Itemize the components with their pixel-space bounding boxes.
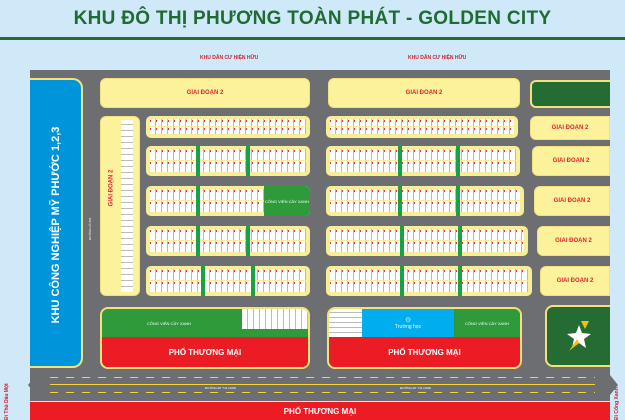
phase2-block-right-3: GIAI ĐOẠN 2: [534, 186, 610, 216]
direction-label-right: Đi Cổng Xanh: [614, 387, 620, 420]
road-marking: [50, 377, 595, 378]
road-label-lo664: ĐƯỜNG LỘ 664: [88, 217, 92, 240]
arrow-right-icon: [610, 375, 625, 395]
commercial-strip-bottom: PHỐ THƯƠNG MẠI: [30, 402, 610, 420]
phase2-block-right-4: GIAI ĐOẠN 2: [537, 226, 610, 256]
lot-block: [326, 226, 528, 256]
phase2-label: GIAI ĐOẠN 2: [555, 238, 592, 244]
commercial-block-right: ⊙Trường học CÔNG VIÊN CÂY XANH PHỐ THƯƠN…: [327, 307, 522, 369]
phase2-block-right-5: GIAI ĐOẠN 2: [540, 266, 610, 296]
phase2-block-top-right: GIAI ĐOẠN 2: [328, 78, 520, 108]
lot-block: [146, 266, 310, 296]
school-label: Trường học: [394, 324, 422, 330]
lot-block: [326, 116, 518, 138]
industrial-zone: KHU CÔNG NGHIỆP MỸ PHƯỚC 1,2,3: [30, 78, 83, 368]
road-label-dt741: ĐƯỜNG ĐT 741 (34M): [400, 386, 432, 390]
school: ⊙Trường học: [362, 309, 454, 337]
logo-block: [545, 305, 610, 367]
label-existing-residential-2: KHU DÂN CƯ HIỆN HỮU: [408, 55, 467, 61]
phase2-label: GIAI ĐOẠN 2: [553, 198, 591, 204]
park-label: CÔNG VIÊN CÂY XANH: [147, 320, 191, 326]
phase2-label: GIAI ĐOẠN 2: [552, 158, 590, 164]
arrow-left-icon: [20, 375, 36, 395]
green-area-top-right: [530, 80, 610, 108]
phase2-block-top-left: GIAI ĐOẠN 2: [100, 78, 310, 108]
phase2-label: GIAI ĐOẠN 2: [186, 90, 224, 96]
lot-block: [146, 116, 310, 138]
phase2-label: GIAI ĐOẠN 2: [405, 90, 443, 96]
road-label-dt741: ĐƯỜNG ĐT 741 (34M): [205, 386, 237, 390]
lot-block: [146, 146, 310, 176]
direction-label-left: Đi Thủ Dầu Một: [4, 383, 10, 420]
phase2-label: GIAI ĐOẠN 2: [551, 125, 589, 131]
commercial-label: PHỐ THƯƠNG MẠI: [329, 337, 520, 367]
road-centerline: [50, 384, 595, 385]
phase2-block-right-1: GIAI ĐOẠN 2: [530, 116, 610, 140]
commercial-block-left: CÔNG VIÊN CÂY XANH PHỐ THƯƠNG MẠI: [100, 307, 310, 369]
road-marking: [50, 392, 595, 393]
park-right: CÔNG VIÊN CÂY XANH: [454, 309, 520, 337]
commercial-label: PHỐ THƯƠNG MẠI: [102, 337, 308, 367]
lot-block: [326, 146, 520, 176]
lot-block: [326, 186, 524, 216]
golden-city-logo-icon: [566, 321, 591, 351]
lot-block: [326, 266, 532, 296]
industrial-label: KHU CÔNG NGHIỆP MỸ PHƯỚC 1,2,3: [50, 126, 62, 324]
phase2-label: GIAI ĐOẠN 2: [556, 278, 594, 284]
phase2-block-right-2: GIAI ĐOẠN 2: [532, 146, 610, 176]
phase2-block-left-strip: GIAI ĐOẠN 2: [100, 116, 140, 296]
label-existing-residential-1: KHU DÂN CƯ HIỆN HỮU: [200, 55, 259, 61]
phase2-label: GIAI ĐOẠN 2: [108, 169, 115, 207]
park-label: CÔNG VIÊN CÂY XANH: [264, 186, 310, 216]
lot-block: [146, 226, 310, 256]
lot-block: CÔNG VIÊN CÂY XANH: [146, 186, 310, 216]
map-title: KHU ĐÔ THỊ PHƯƠNG TOÀN PHÁT - GOLDEN CIT…: [0, 0, 625, 40]
